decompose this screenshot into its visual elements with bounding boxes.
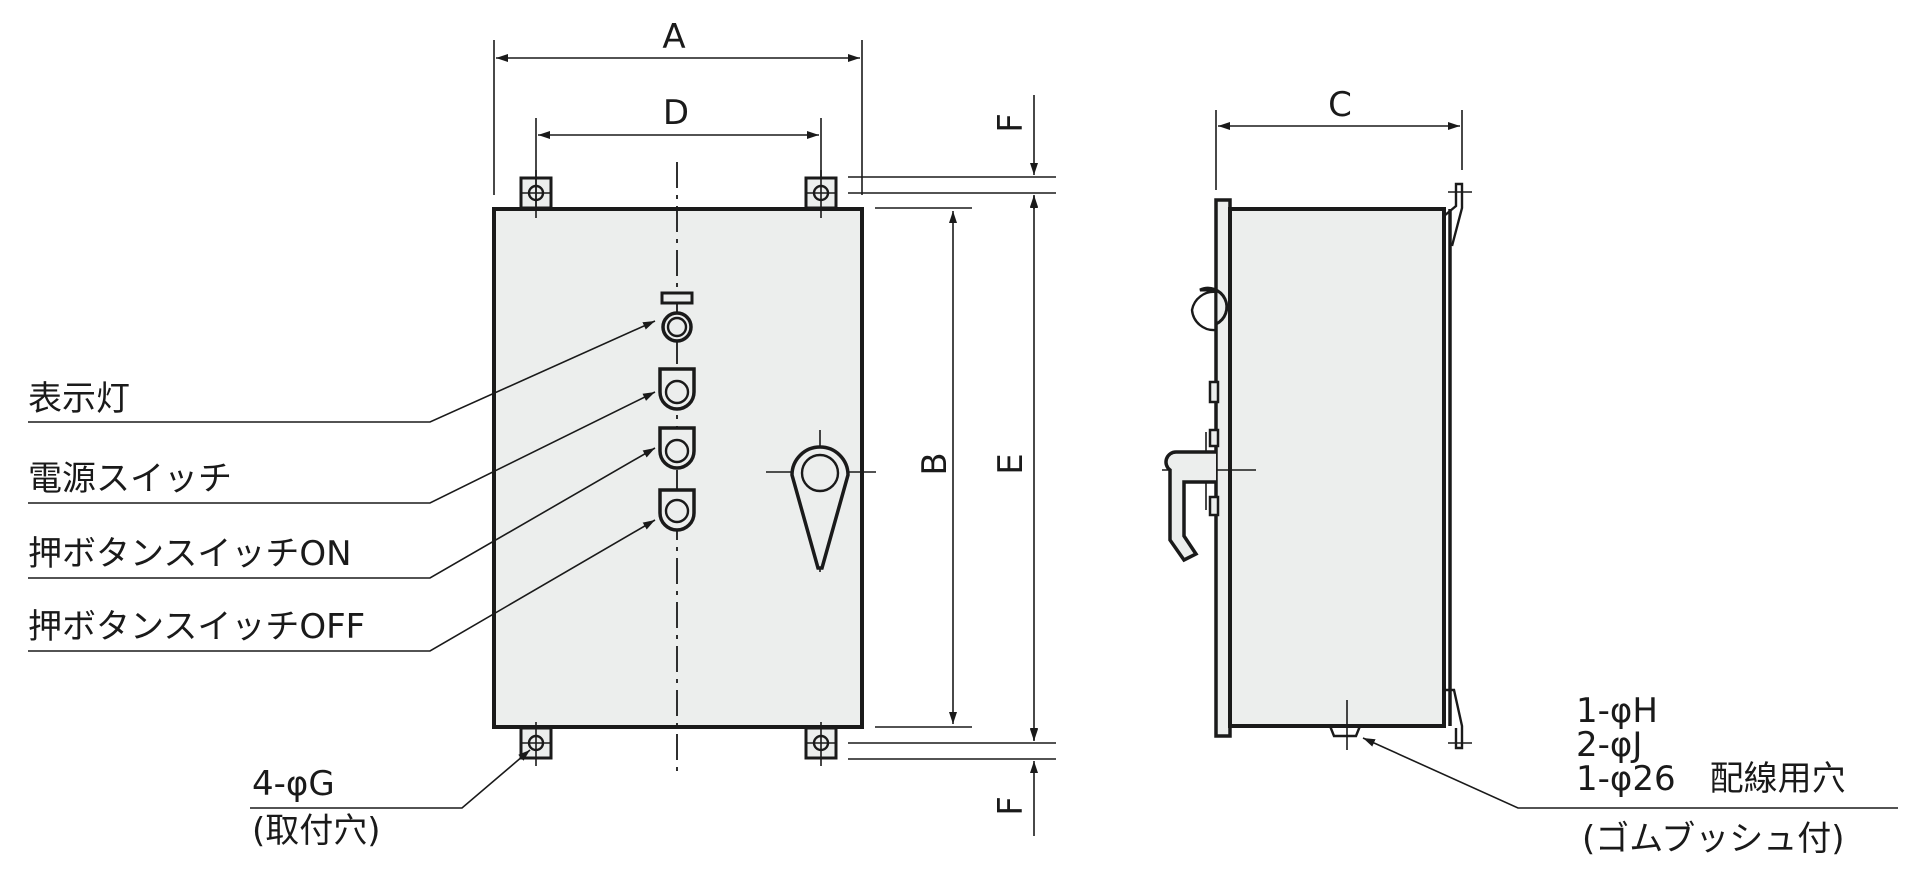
callout-indicator-lamp: 表示灯 (28, 379, 130, 419)
side-handle-icon (1162, 432, 1256, 563)
dimension-e-label: E (991, 453, 1031, 474)
callout-wiring-line4: (ゴムブッシュ付) (1582, 819, 1845, 859)
callout-mount-holes-line1: 4-φG (252, 764, 335, 804)
indicator-lamp-icon (660, 291, 694, 343)
callout-mount-holes-line2: (取付穴) (252, 811, 381, 851)
side-dimensions: C (1215, 85, 1463, 190)
side-body (1228, 207, 1446, 728)
callout-wiring-line2: 2-φJ (1576, 725, 1642, 765)
callout-push-button-off: 押ボタンスイッチOFF (28, 607, 365, 647)
door-handle-icon (766, 430, 876, 572)
side-lamp-dome (1199, 286, 1229, 327)
front-view (492, 162, 876, 778)
dimension-c-label: C (1328, 85, 1352, 125)
side-view (1162, 182, 1472, 750)
side-door-plate (1214, 198, 1232, 738)
push-button-off-icon (658, 488, 696, 532)
front-dimensions: A D B E F F (493, 17, 1056, 836)
dimension-d-label: D (663, 93, 689, 133)
push-button-on-icon (658, 426, 696, 470)
dimension-f-top-label: F (991, 113, 1031, 133)
front-callouts: 表示灯 電源スイッチ 押ボタンスイッチON 押ボタンスイッチOFF 4-φG (… (28, 320, 656, 851)
dimension-b-label: B (915, 452, 955, 475)
mount-tab-bottom-right (804, 722, 838, 766)
wiring-callout: 1-φH 2-φJ 1-φ26 配線用穴 (ゴムブッシュ付) (1362, 691, 1898, 859)
callout-power-switch: 電源スイッチ (28, 459, 232, 499)
dimension-a-label: A (662, 17, 685, 57)
callout-wiring-line1: 1-φH (1576, 691, 1658, 731)
mount-tab-bottom-left (519, 722, 553, 766)
callout-push-button-on: 押ボタンスイッチON (28, 534, 352, 574)
dimension-f-bottom-label: F (991, 796, 1031, 816)
power-switch-icon (658, 367, 696, 411)
callout-wiring-line3: 1-φ26 配線用穴 (1576, 759, 1846, 799)
